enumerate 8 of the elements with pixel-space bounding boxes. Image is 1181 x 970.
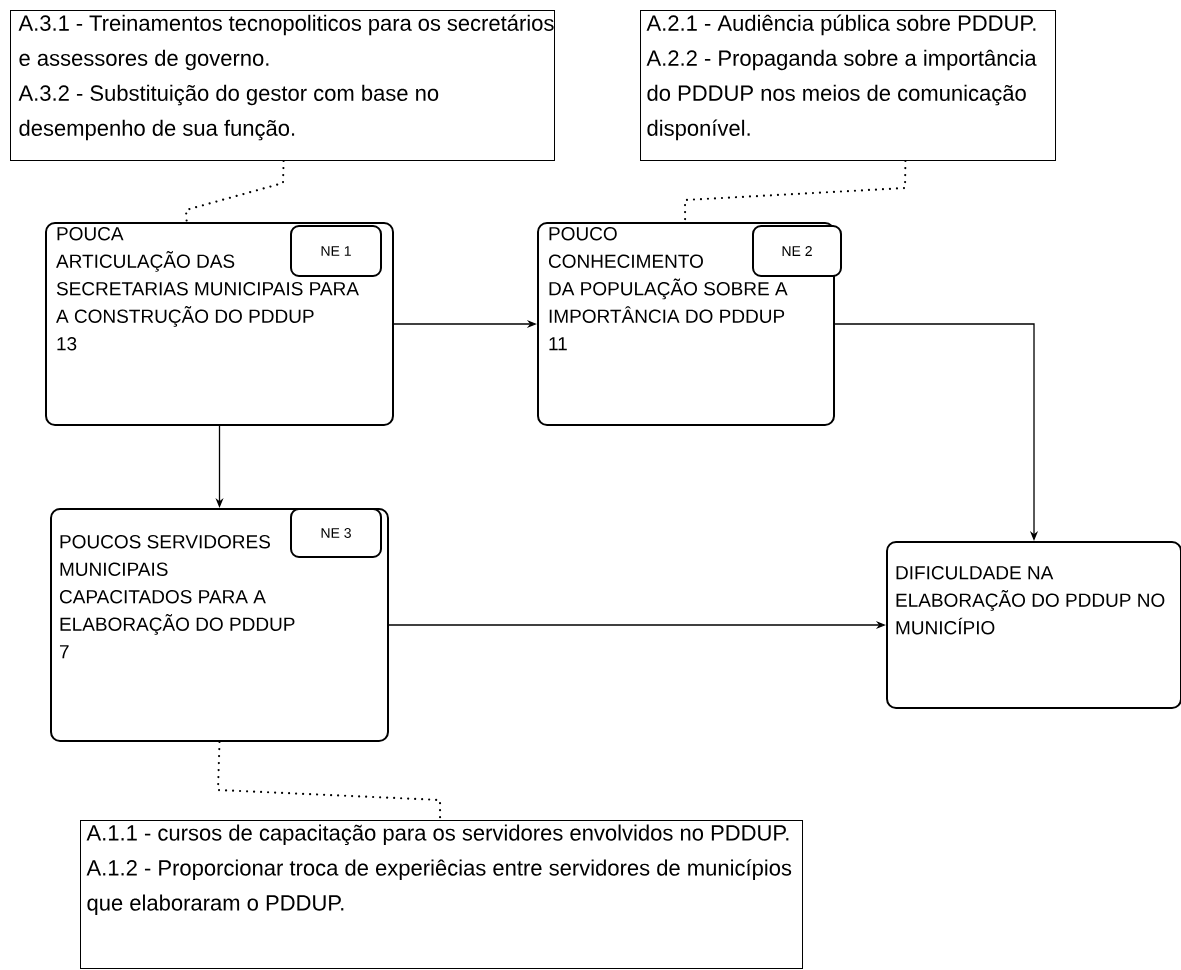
action-box: A.1.1 - cursos de capacitação para os servidores envolvidos no PDDUP. A.1.2 - Proporcionar troca de experiêcias entre servidores de municípios que elaboraram o PDDUP. (80, 820, 803, 969)
action-box: A.3.1 - Treinamentos tecnopoliticos para os secretários e assessores de governo. A.3.2 - Substituição do gestor com base no desempenho de sua função. (10, 10, 555, 161)
code-tag: NE 1 (290, 225, 382, 277)
code-tag: NE 2 (752, 225, 842, 277)
action-box: A.2.1 - Audiência pública sobre PDDUP. A.2.2 - Propaganda sobre a importância do PDDUP nos meios de comunicação disponível. (640, 10, 1056, 161)
leader-line (184, 159, 285, 224)
code-tag: NE 3 (290, 508, 382, 558)
problem-box: DIFICULDADE NA ELABORAÇÃO DO PDDUP NO MUNICÍPIO (886, 541, 1181, 709)
